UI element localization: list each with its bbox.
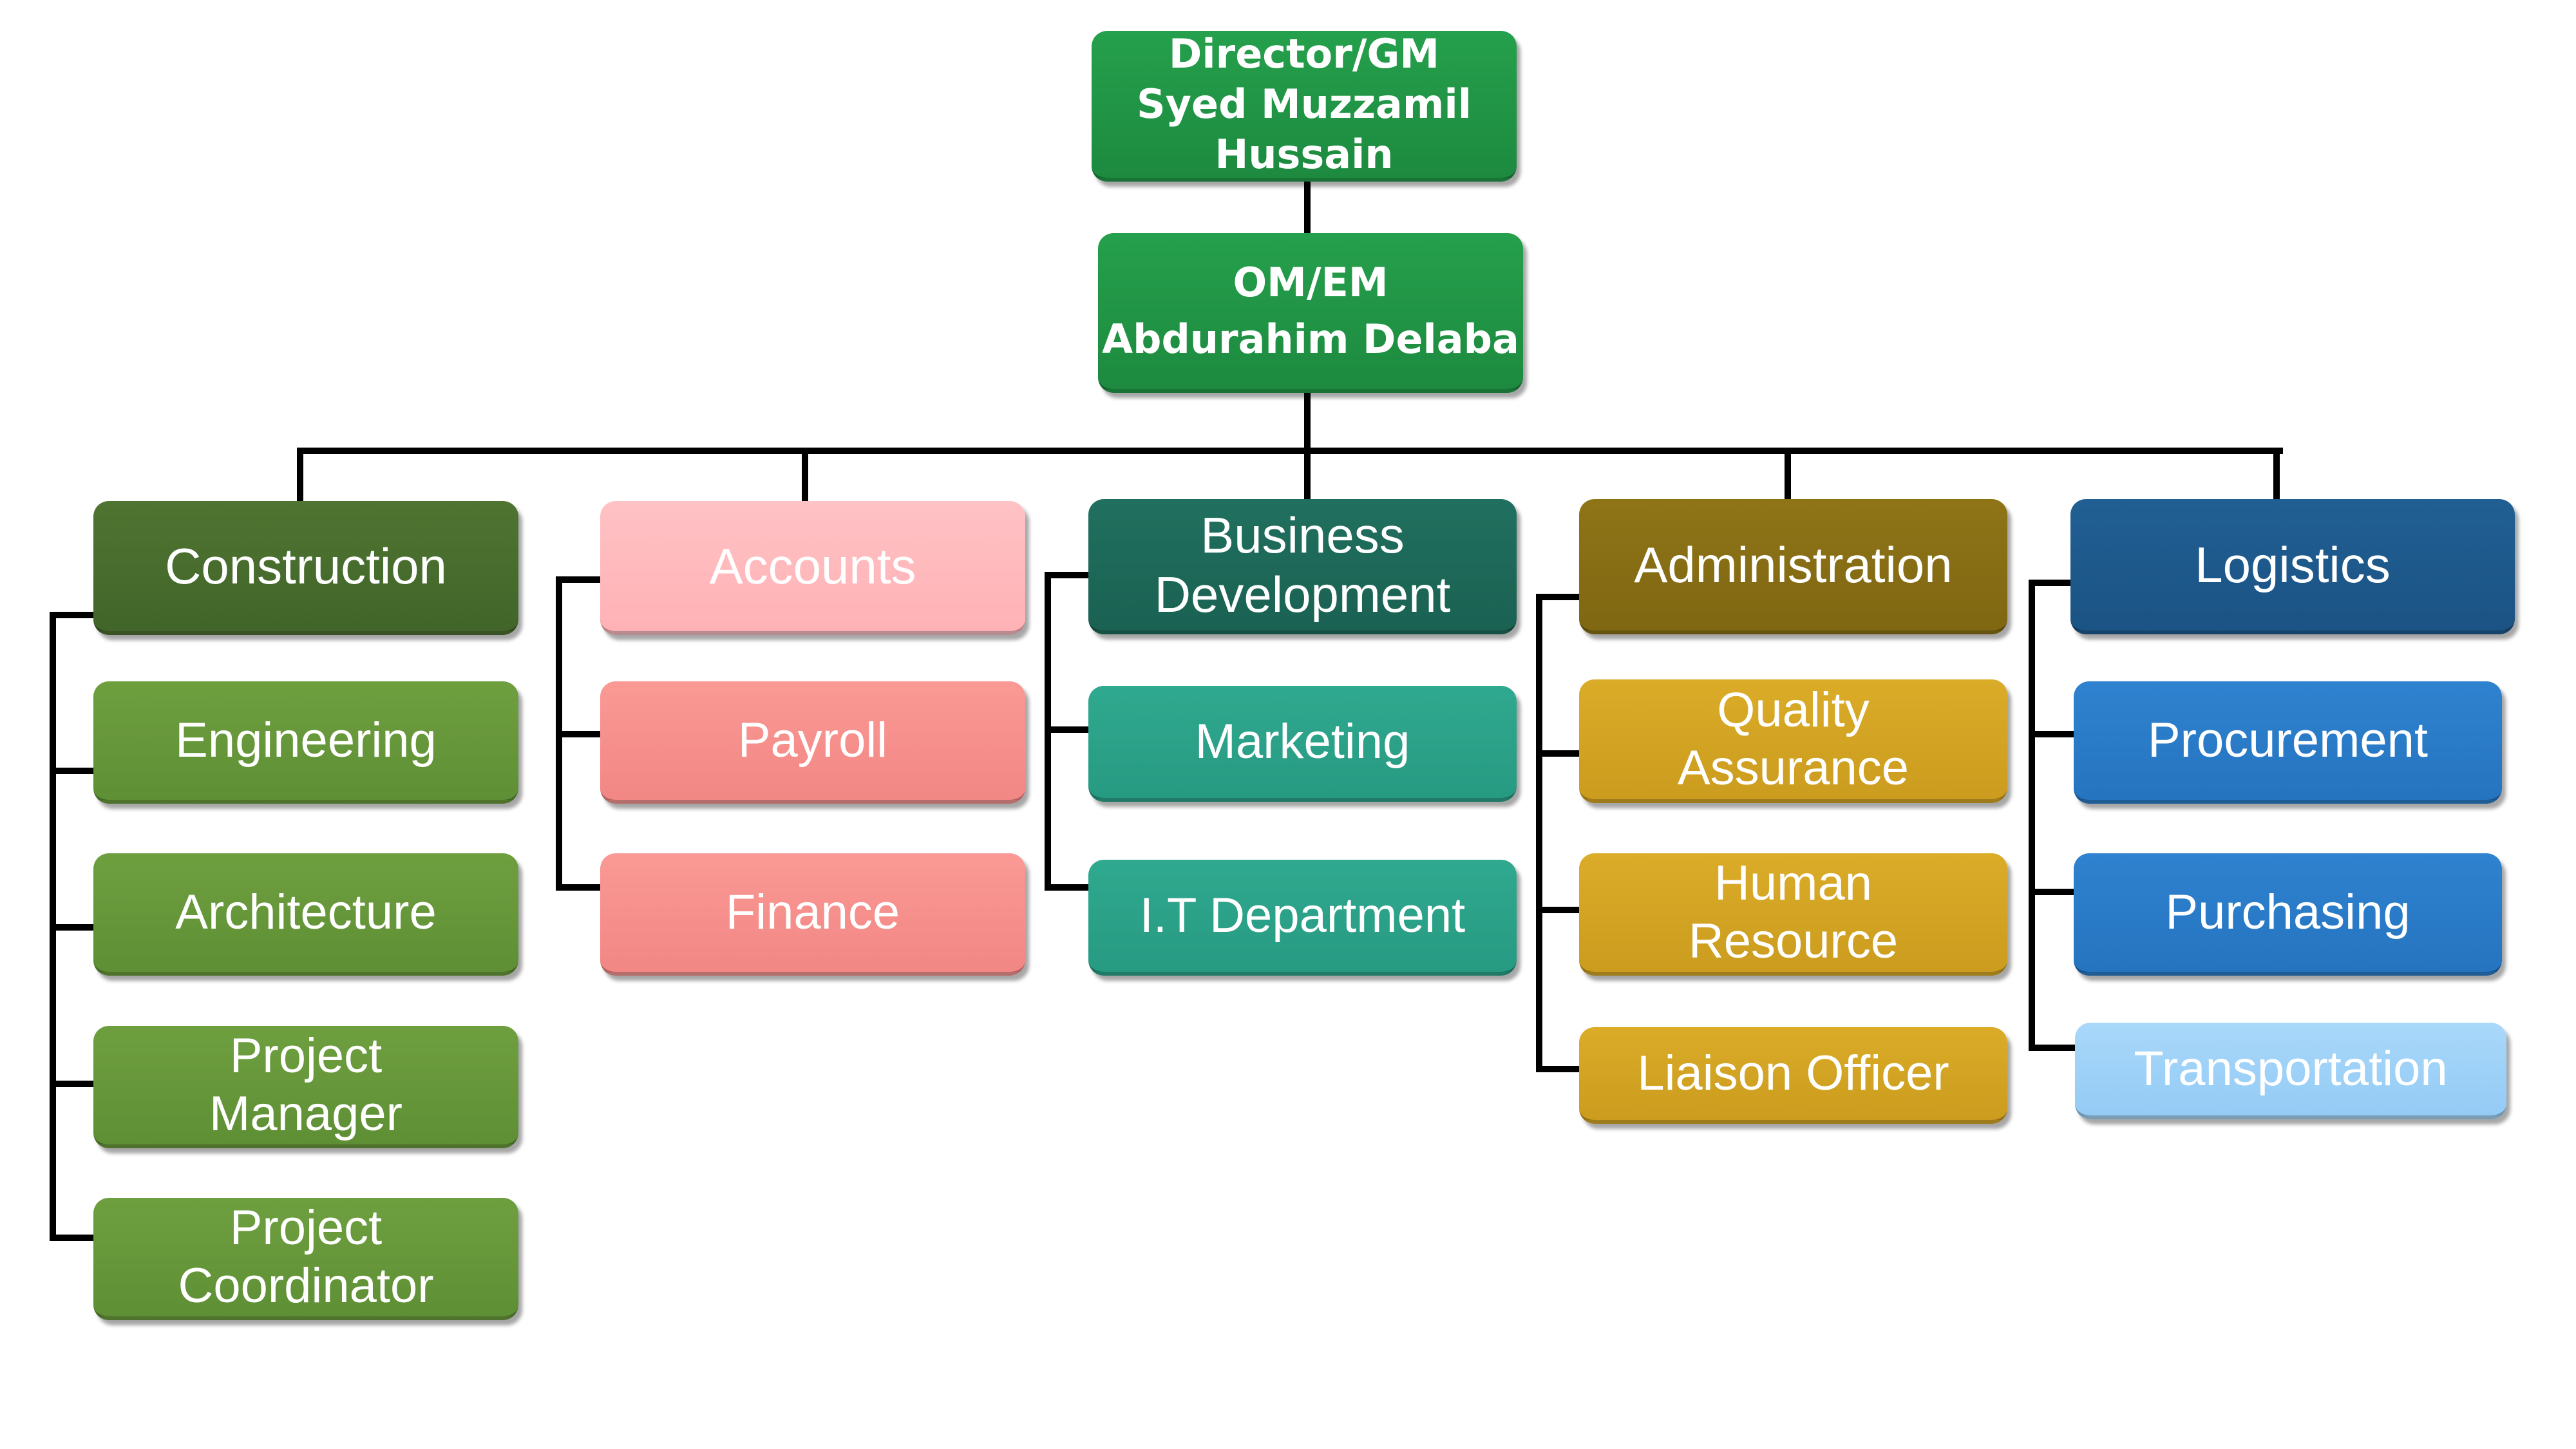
dept-logistics: Logistics <box>2070 499 2515 634</box>
role-purchasing: Purchasing <box>2074 853 2502 976</box>
role-procurement-label: Procurement <box>2147 713 2429 768</box>
dept-construction-label: Construction <box>165 538 447 594</box>
role-project-coordinator: Project Coordinator <box>93 1198 518 1320</box>
role-transportation-label: Transportation <box>2134 1041 2448 1096</box>
role-quality-assurance-label: Quality Assurance <box>1677 683 1909 795</box>
role-transportation: Transportation <box>2075 1023 2506 1119</box>
role-procurement: Procurement <box>2074 681 2502 804</box>
dept-administration-label: Administration <box>1634 536 1953 593</box>
role-finance-label: Finance <box>725 885 900 940</box>
dept-business-development-label: Business Development <box>1154 507 1451 623</box>
role-engineering-label: Engineering <box>175 713 437 768</box>
role-human-resource-label: Human Resource <box>1688 856 1899 969</box>
dept-administration: Administration <box>1579 499 2007 634</box>
role-purchasing-label: Purchasing <box>2165 885 2410 940</box>
role-project-manager-label: Project Manager <box>209 1028 402 1141</box>
om-label: OM/EM Abdurahim Delaba <box>1102 259 1519 363</box>
om-box: OM/EM Abdurahim Delaba <box>1098 233 1523 393</box>
dept-logistics-label: Logistics <box>2195 536 2391 593</box>
dept-business-development: Business Development <box>1088 499 1517 634</box>
role-marketing-label: Marketing <box>1195 714 1410 769</box>
role-human-resource: Human Resource <box>1579 853 2007 976</box>
role-project-manager: Project Manager <box>93 1026 518 1148</box>
dept-construction: Construction <box>93 501 518 635</box>
role-quality-assurance: Quality Assurance <box>1579 679 2007 803</box>
director-box: Director/GM Syed Muzzamil Hussain <box>1092 30 1517 182</box>
role-liaison-officer: Liaison Officer <box>1579 1027 2007 1124</box>
role-it-department-label: I.T Department <box>1139 888 1466 943</box>
role-payroll-label: Payroll <box>737 713 888 768</box>
role-project-coordinator-label: Project Coordinator <box>178 1200 434 1313</box>
role-finance: Finance <box>600 853 1025 976</box>
role-payroll: Payroll <box>600 681 1025 804</box>
role-architecture-label: Architecture <box>175 885 437 940</box>
role-it-department: I.T Department <box>1088 860 1517 976</box>
dept-accounts-label: Accounts <box>709 538 916 594</box>
dept-accounts: Accounts <box>600 501 1025 635</box>
role-liaison-officer-label: Liaison Officer <box>1637 1046 1949 1101</box>
role-marketing: Marketing <box>1088 686 1517 802</box>
role-engineering: Engineering <box>93 681 518 804</box>
director-label: Director/GM Syed Muzzamil Hussain <box>1136 30 1472 178</box>
role-architecture: Architecture <box>93 853 518 976</box>
